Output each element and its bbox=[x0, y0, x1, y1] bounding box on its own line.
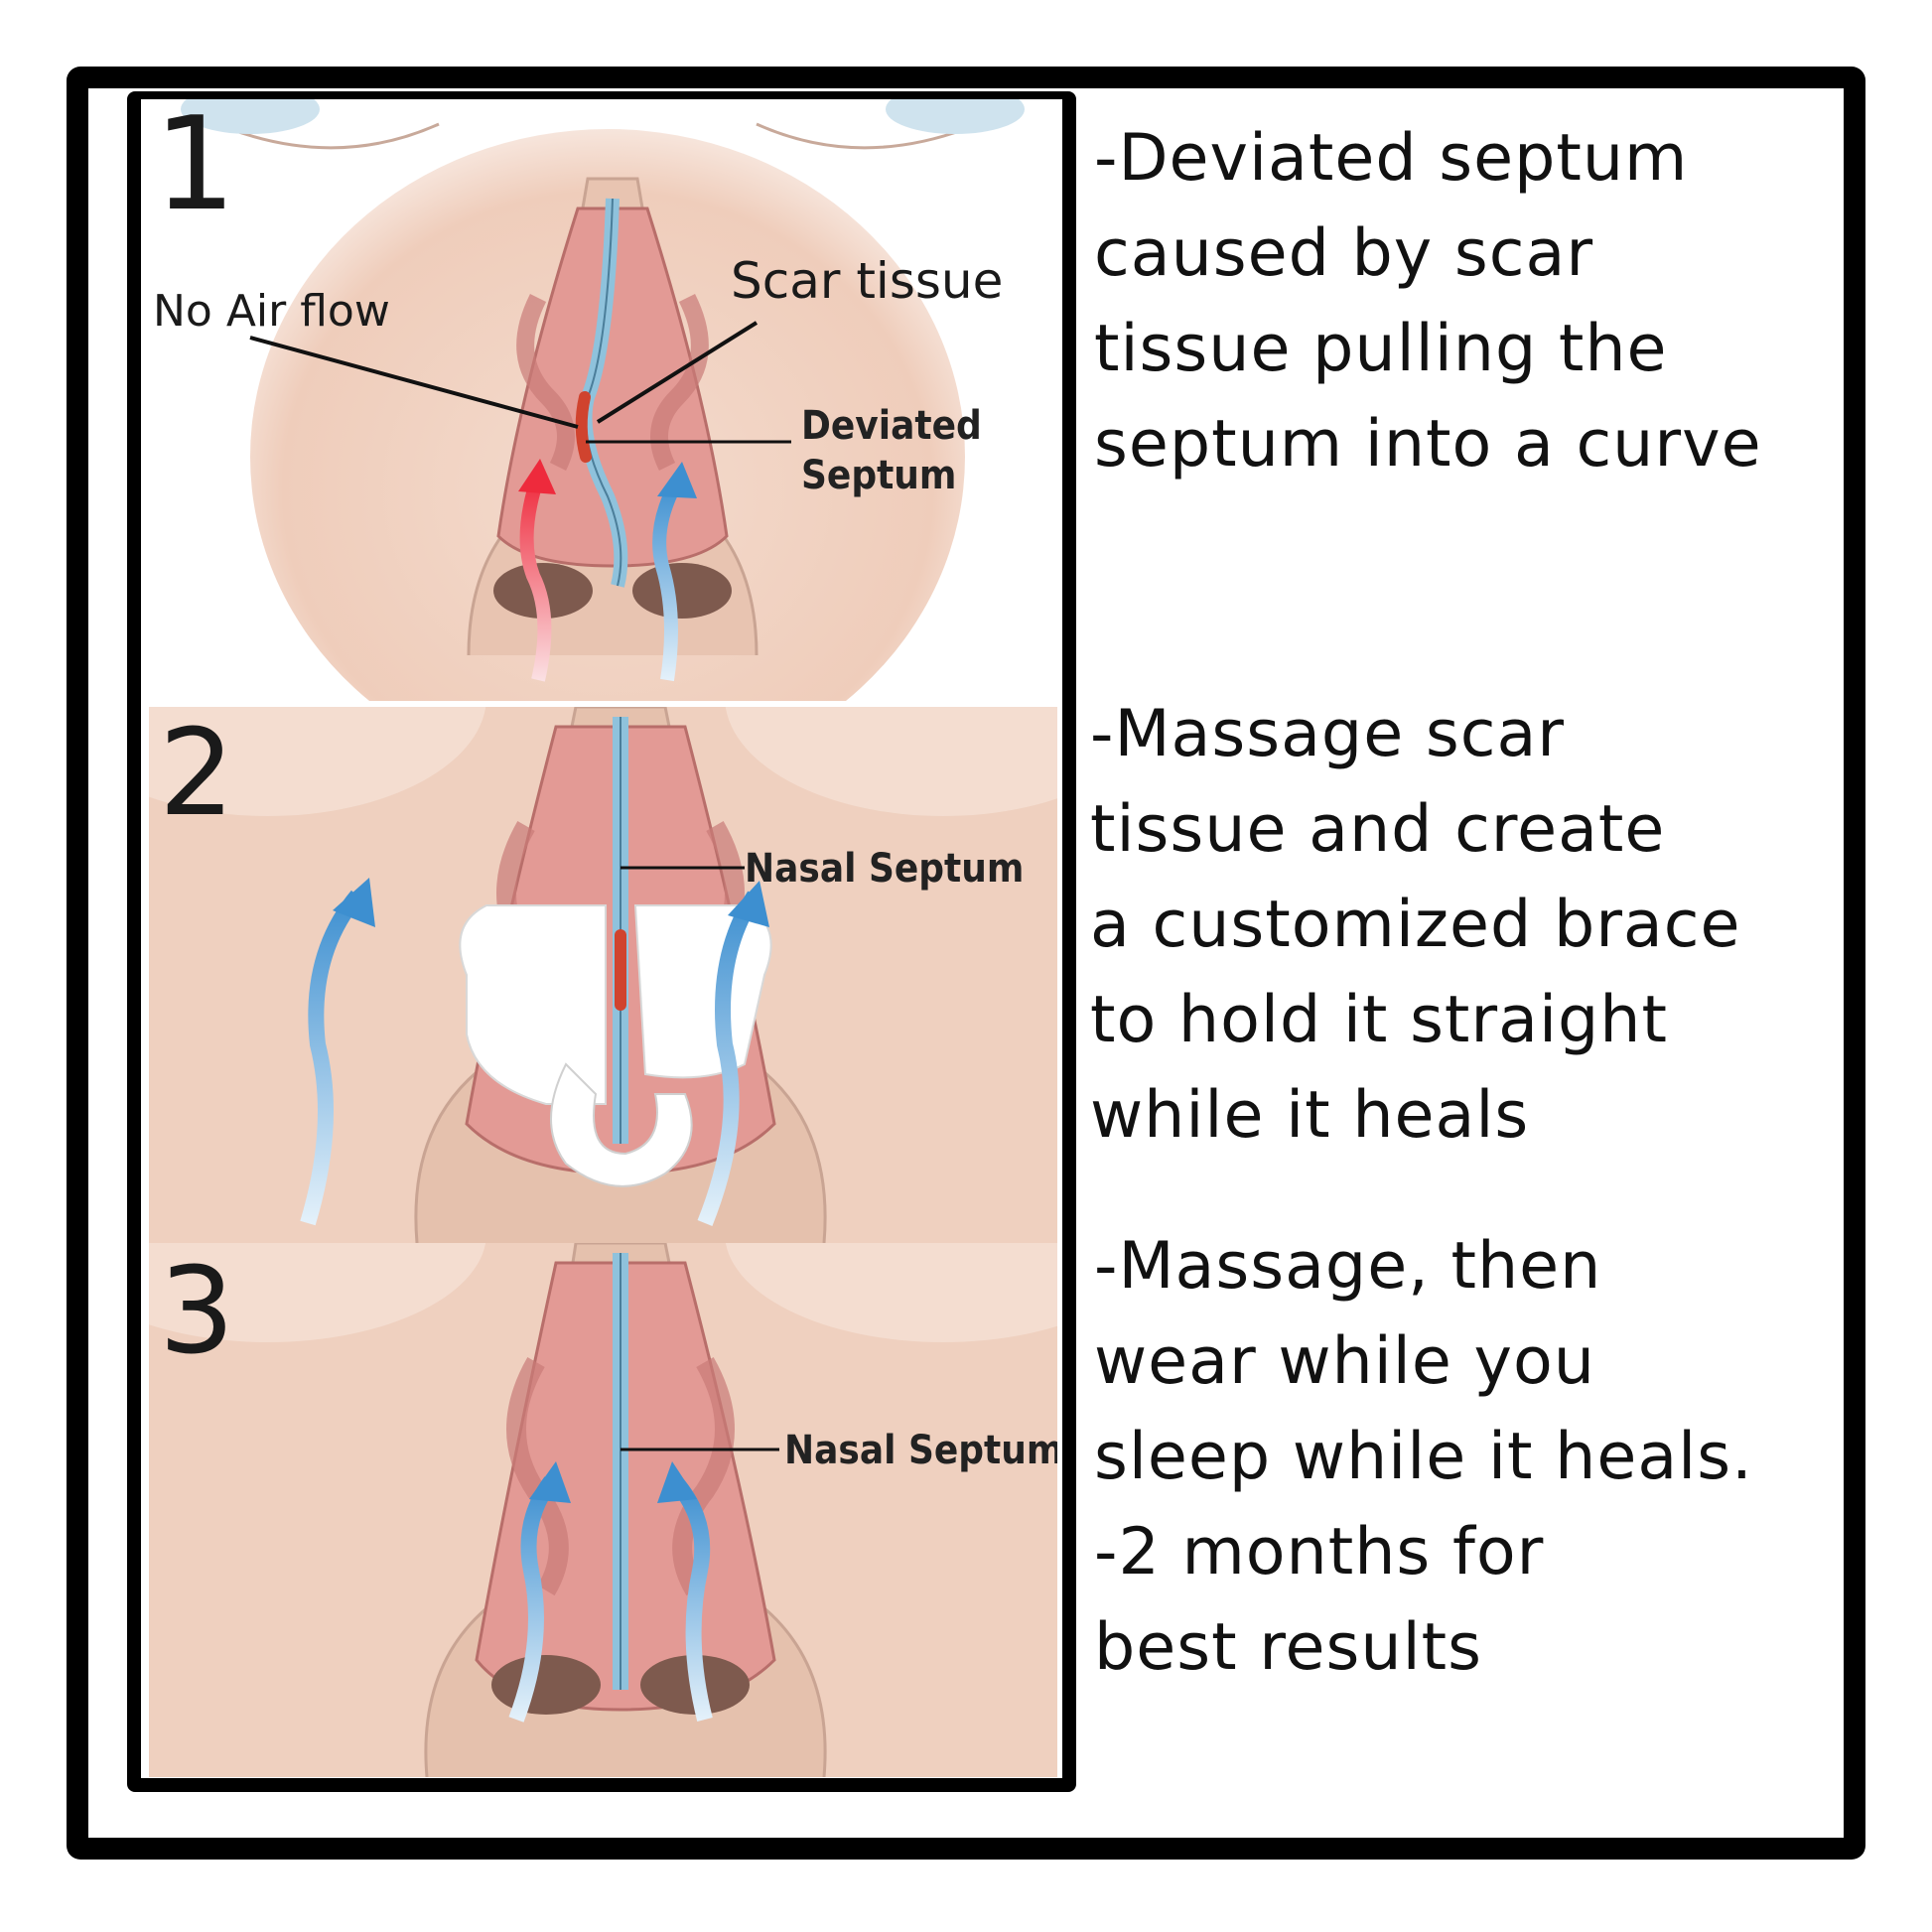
nasal-septum-label: Nasal Septum bbox=[745, 846, 1024, 892]
scar-tissue-label: Scar tissue bbox=[731, 252, 1003, 310]
step-1-illustration: No Air flow Scar tissue Deviated Septum bbox=[141, 99, 1062, 701]
step-2-illustration: Nasal Septum bbox=[149, 707, 1057, 1243]
step-3-illustration: Nasal Septum bbox=[149, 1243, 1057, 1777]
nasal-septum-label: Nasal Septum bbox=[784, 1428, 1057, 1473]
step-1-description: -Deviated septum caused by scar tissue p… bbox=[1094, 121, 1762, 482]
step-number-1: 1 bbox=[154, 88, 236, 239]
no-air-flow-label: No Air flow bbox=[153, 286, 390, 337]
step-3-description: -Massage, then wear while you sleep whil… bbox=[1094, 1229, 1753, 1685]
deviated-label-line2: Septum bbox=[801, 453, 956, 498]
step-2-description: -Massage scar tissue and create a custom… bbox=[1090, 697, 1741, 1153]
step-number-2: 2 bbox=[159, 705, 235, 843]
step-number-3: 3 bbox=[159, 1243, 235, 1381]
deviated-label-line1: Deviated bbox=[801, 403, 982, 449]
